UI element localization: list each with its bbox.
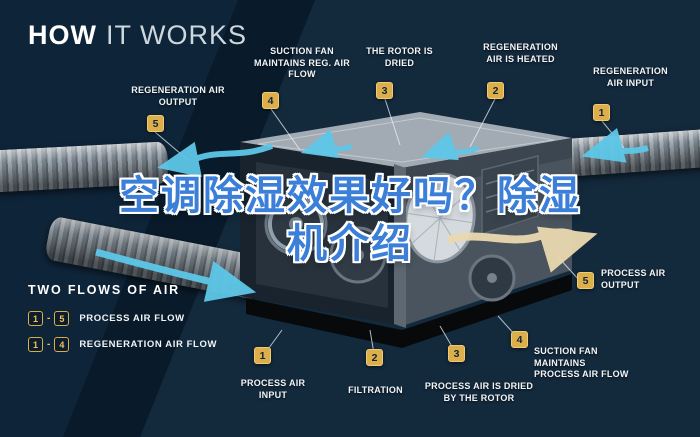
fan-hub xyxy=(352,249,364,261)
heater-coil xyxy=(485,197,535,213)
machine-base xyxy=(246,274,572,348)
legend-label: REGENERATION AIR FLOW xyxy=(79,339,218,350)
machine-top-seam xyxy=(257,117,555,163)
page-title: HOW IT WORKS xyxy=(28,20,247,51)
callout-process-air-output: PROCESS AIR OUTPUT xyxy=(601,268,673,291)
heater-coil xyxy=(485,169,535,185)
badge-suction-fan-process: 4 xyxy=(511,331,528,348)
callout-label: REGENERATION AIR INPUT xyxy=(593,66,668,88)
callout-label: PROCESS AIR IS DRIED BY THE ROTOR xyxy=(424,381,534,403)
legend-badge-from: 1 xyxy=(28,337,43,352)
callout-label: SUCTION FAN MAINTAINS REG. AIR FLOW xyxy=(254,46,350,80)
legend-badge-to: 4 xyxy=(54,337,70,352)
title-it-works: IT WORKS xyxy=(105,20,247,50)
headline-line-2: 机介绍 xyxy=(287,222,413,266)
fan-blade xyxy=(295,195,325,240)
legend-label: PROCESS AIR FLOW xyxy=(79,313,185,324)
legend: TWO FLOWS OF AIR 1 - 5 PROCESS AIR FLOW … xyxy=(28,283,217,352)
title-how: HOW xyxy=(28,20,97,50)
callout-process-air-input: PROCESS AIR INPUT xyxy=(234,378,312,401)
callout-reg-air-input: REGENERATION AIR INPUT xyxy=(588,66,673,89)
legend-row-process-air-flow: 1 - 5 PROCESS AIR FLOW xyxy=(28,311,217,326)
legend-range-dash: - xyxy=(47,313,51,324)
callout-suction-fan-reg: SUCTION FAN MAINTAINS REG. AIR FLOW xyxy=(252,46,352,81)
callout-filtration: FILTRATION xyxy=(338,385,413,397)
badge-suction-fan-reg: 4 xyxy=(262,92,279,109)
machine-front-pillar xyxy=(394,164,406,328)
callout-label: SUCTION FAN MAINTAINS PROCESS AIR FLOW xyxy=(534,346,629,380)
headline-overlay: 空调除湿效果好吗？除湿 机介绍 xyxy=(0,172,700,268)
callout-reg-air-output: REGENERATION AIR OUTPUT xyxy=(128,85,228,108)
badge-reg-air-output: 5 xyxy=(147,115,164,132)
heater-coil xyxy=(485,183,535,199)
badge-filtration: 2 xyxy=(366,349,383,366)
callout-label: REGENERATION AIR IS HEATED xyxy=(483,42,558,64)
legend-row-regeneration-air-flow: 1 - 4 REGENERATION AIR FLOW xyxy=(28,337,217,352)
fan-hub xyxy=(289,217,303,231)
callout-reg-air-heated: REGENERATION AIR IS HEATED xyxy=(478,42,563,65)
callout-process-air-dried: PROCESS AIR IS DRIED BY THE ROTOR xyxy=(424,381,534,404)
regeneration-heater xyxy=(481,155,539,236)
badge-process-air-input: 1 xyxy=(254,347,271,364)
legend-range-dash: - xyxy=(47,339,51,350)
callout-rotor-is-dried: THE ROTOR IS DRIED xyxy=(362,46,437,69)
badge-process-air-dried: 3 xyxy=(448,345,465,362)
callout-label: REGENERATION AIR OUTPUT xyxy=(131,85,225,107)
callout-label: THE ROTOR IS DRIED xyxy=(366,46,433,68)
fan-blade xyxy=(267,208,297,253)
callout-suction-fan-process: SUCTION FAN MAINTAINS PROCESS AIR FLOW xyxy=(534,346,632,381)
legend-badge-to: 5 xyxy=(54,311,70,326)
badge-rotor-is-dried: 3 xyxy=(376,82,393,99)
callout-label: FILTRATION xyxy=(348,385,403,395)
badge-reg-air-heated: 2 xyxy=(487,82,504,99)
badge-process-air-output: 5 xyxy=(577,272,594,289)
headline-line-1: 空调除湿效果好吗？除湿 xyxy=(119,174,581,218)
legend-heading: TWO FLOWS OF AIR xyxy=(28,283,180,297)
callout-label: PROCESS AIR OUTPUT xyxy=(601,268,666,290)
legend-badge-from: 1 xyxy=(28,311,43,326)
badge-reg-air-input: 1 xyxy=(593,104,610,121)
callout-label: PROCESS AIR INPUT xyxy=(240,378,306,400)
fan-hub xyxy=(487,273,497,283)
